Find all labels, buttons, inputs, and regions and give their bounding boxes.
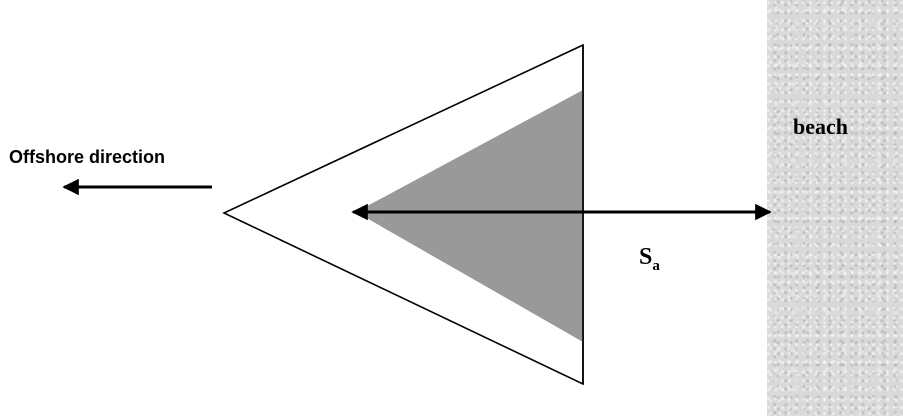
distance-sa-label: Sa [639,244,660,274]
beach-label: beach [793,114,848,139]
distance-subscript: a [652,258,660,274]
distance-symbol: S [639,244,653,270]
beach-region [767,0,903,416]
offshore-direction-label: Offshore direction [9,147,166,167]
